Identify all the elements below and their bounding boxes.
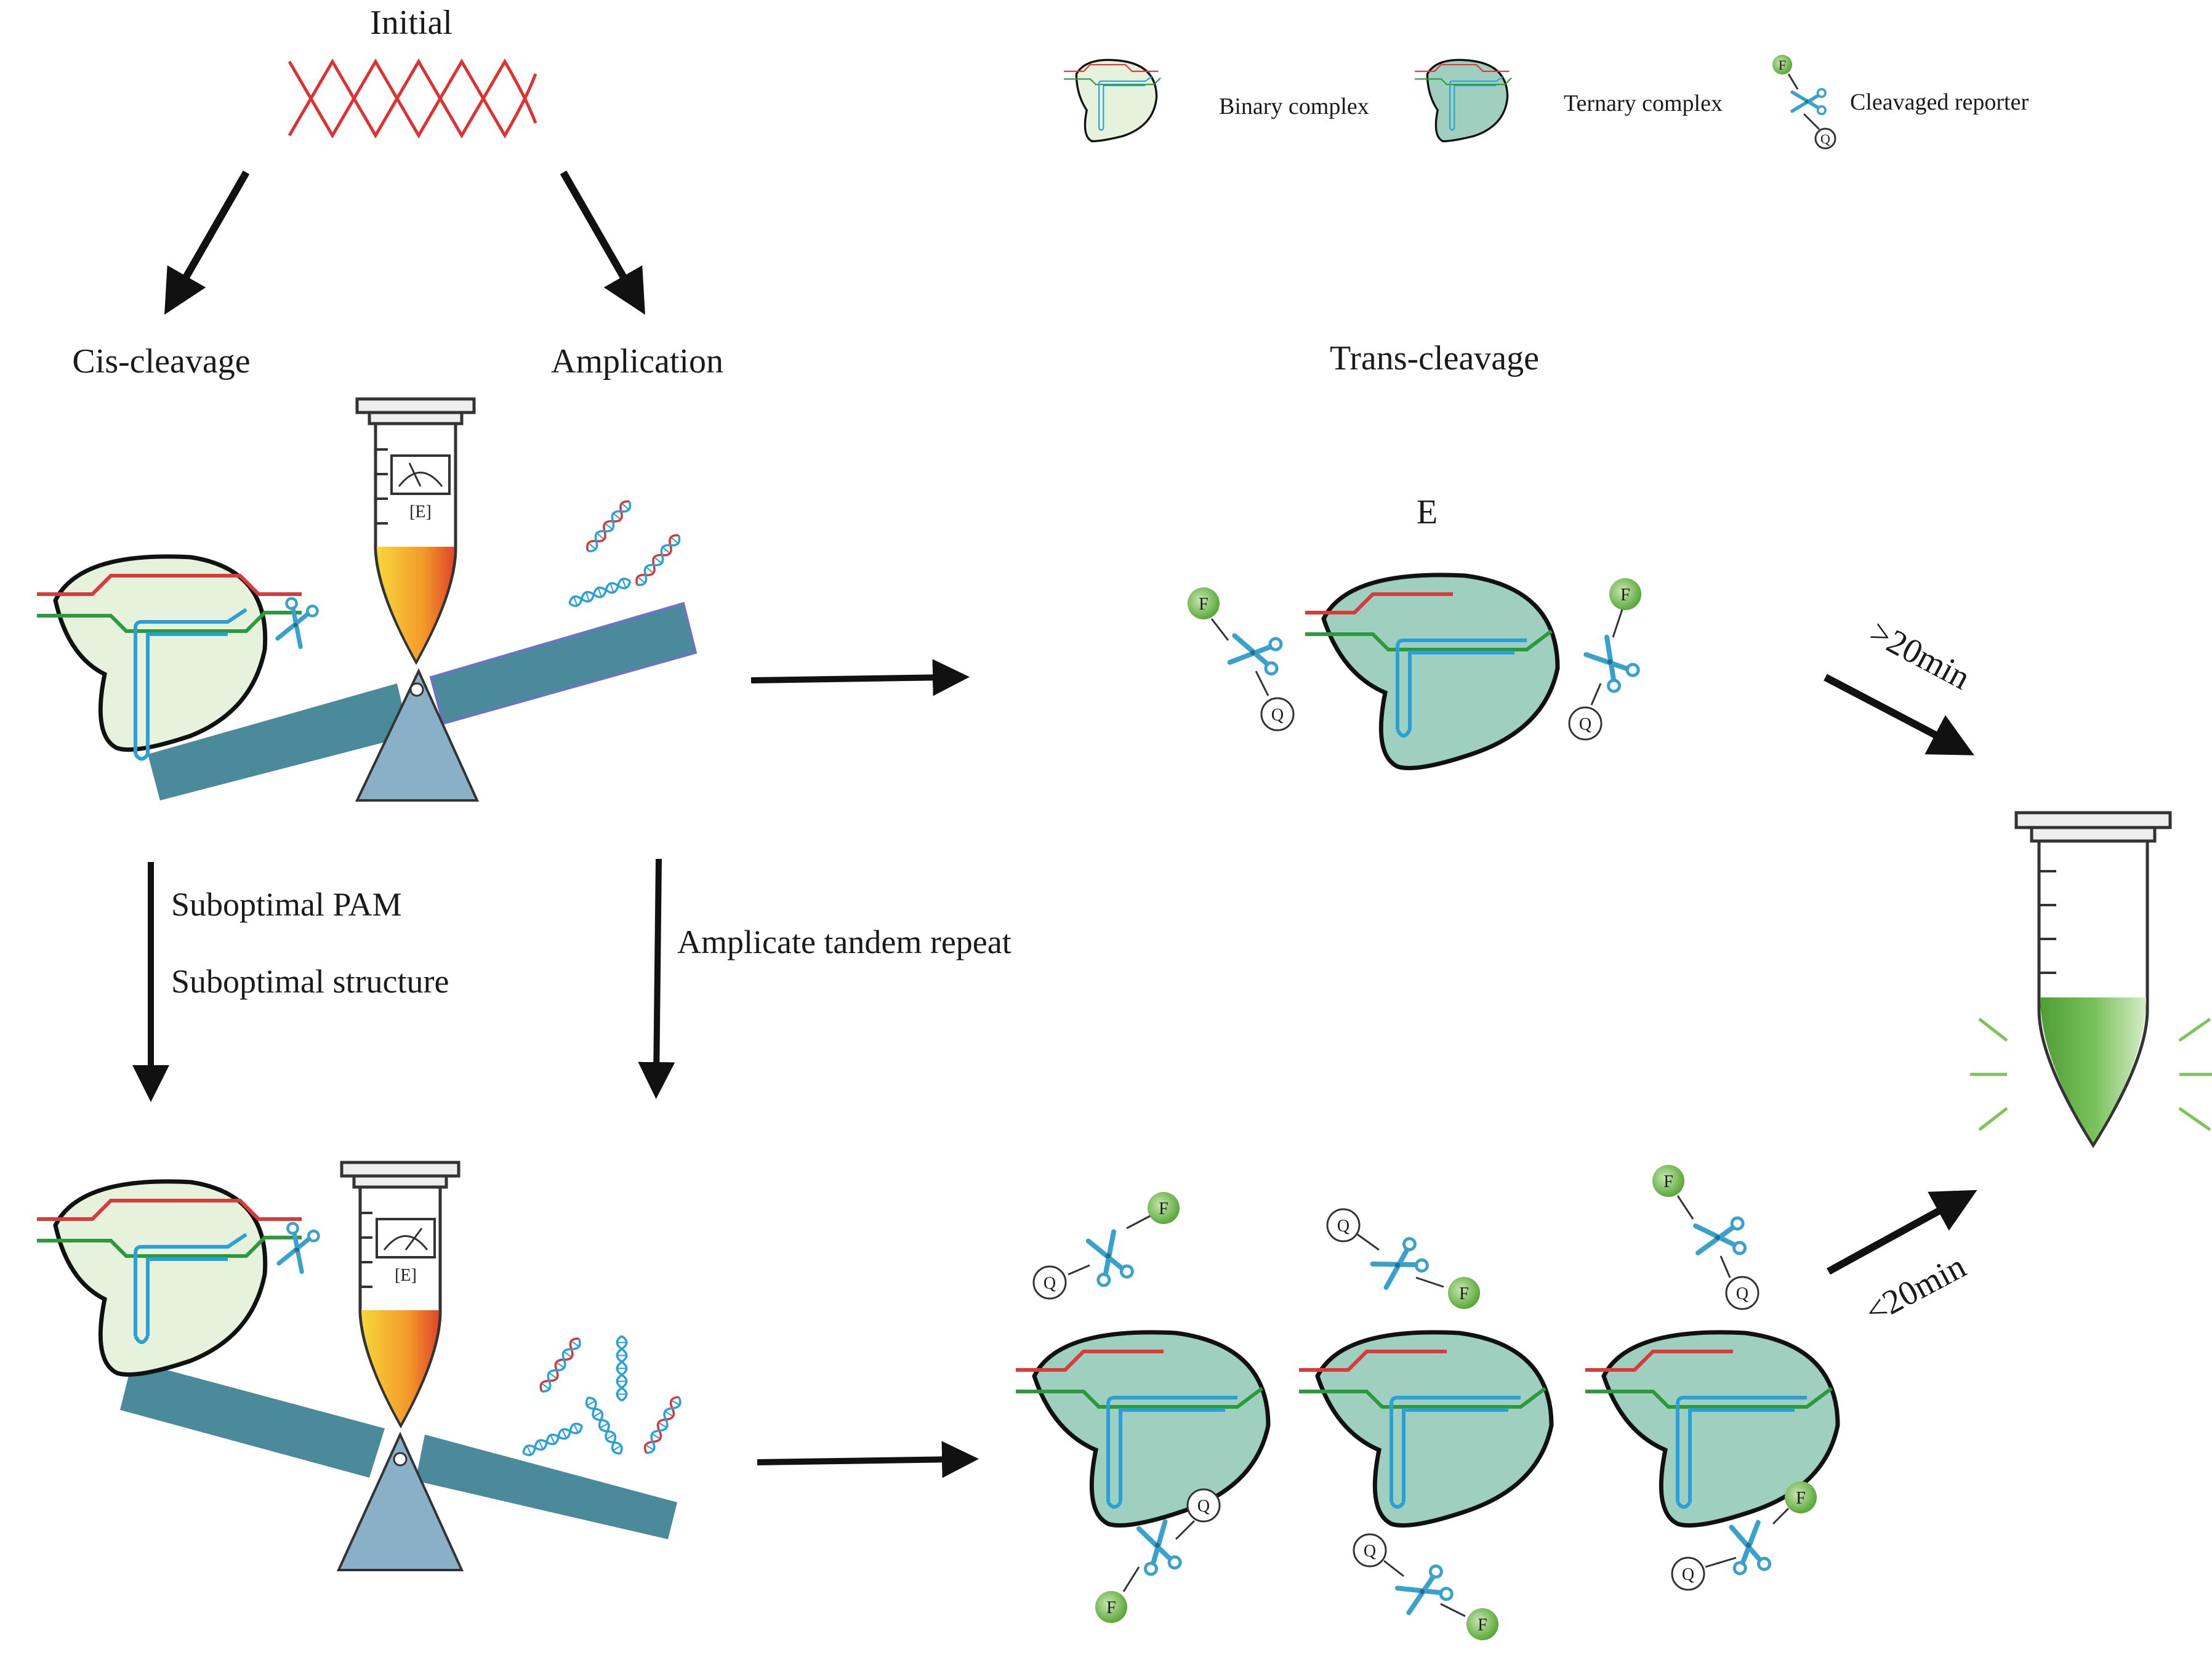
legend-cleavaged-reporter-icon: F Q <box>1772 55 1836 150</box>
upper-cis-scissors-icon <box>274 597 319 648</box>
upper-beam-right <box>429 602 698 725</box>
svg-text:F: F <box>1779 57 1786 73</box>
legend-binary-complex-icon <box>1063 58 1162 143</box>
legend-cleavaged-reporter-label: Cleavaged reporter <box>1850 89 2029 115</box>
lower-seesaw <box>120 1361 677 1571</box>
lower-reporter-6: F Q <box>1671 1481 1817 1591</box>
lower-ternary-complex-2 <box>1299 1330 1554 1528</box>
upper-tube-label: [E] <box>409 502 432 521</box>
lower-reporter-5: Q F <box>1353 1533 1498 1640</box>
upper-beam-left <box>148 683 409 800</box>
lower-tube-meter-icon <box>376 1218 436 1258</box>
upper-tube: [E] <box>355 397 476 666</box>
upper-amplicon-helices <box>566 497 684 609</box>
suboptimal-pam-label: Suboptimal PAM <box>171 886 402 923</box>
svg-text:Q: Q <box>1197 1497 1210 1516</box>
svg-text:F: F <box>1478 1616 1487 1635</box>
legend: Binary complex Ternary complex F Q Cleav… <box>1063 55 2029 150</box>
lt-20min-label: <20min <box>1859 1247 1972 1332</box>
lower-fulcrum <box>336 1432 464 1571</box>
svg-text:Q: Q <box>1044 1274 1056 1293</box>
svg-text:F: F <box>1663 1172 1673 1191</box>
lower-reporter-2: Q F <box>1326 1208 1480 1309</box>
initial-label: Initial <box>370 4 452 42</box>
upper-seesaw <box>148 602 698 802</box>
arrow-lt-20min <box>1827 1190 1977 1275</box>
trans-cleavage-label: Trans-cleavage <box>1330 339 1539 377</box>
lower-beam-left <box>120 1361 385 1478</box>
upper-fulcrum <box>355 668 480 802</box>
suboptimal-structure-label: Suboptimal structure <box>171 963 449 1000</box>
lower-cis-scissors-icon <box>275 1222 320 1273</box>
lower-tube: [E] <box>340 1161 460 1429</box>
upper-reporter-left: F Q <box>1188 587 1295 731</box>
enzyme-label: E <box>1417 493 1438 531</box>
svg-text:F: F <box>1106 1598 1116 1617</box>
svg-text:Q: Q <box>1682 1565 1694 1584</box>
lower-reporter-4: Q F <box>1095 1488 1221 1623</box>
legend-ternary-complex-icon <box>1414 58 1513 143</box>
lower-amplicon-helices <box>520 1334 684 1459</box>
initial-target-dna-helix <box>288 58 537 139</box>
upper-tube-meter-icon <box>390 454 451 495</box>
lower-tube-label: [E] <box>395 1266 417 1285</box>
svg-text:Q: Q <box>1337 1217 1349 1236</box>
svg-text:F: F <box>1159 1199 1168 1218</box>
arrow-down-right <box>638 858 675 1099</box>
gt-20min-label: >20min <box>1864 613 1976 698</box>
lower-ternary-complex-3 <box>1585 1330 1840 1528</box>
svg-text:F: F <box>1796 1489 1806 1508</box>
svg-text:F: F <box>1620 586 1630 605</box>
arrow-gt-20min <box>1824 674 1974 755</box>
svg-text:F: F <box>1459 1284 1469 1303</box>
arrow-upper-to-trans <box>750 659 970 696</box>
svg-text:F: F <box>1199 595 1209 614</box>
lower-reporter-1: F Q <box>1032 1192 1180 1300</box>
lower-ternary-complex-1 <box>1016 1330 1271 1528</box>
svg-text:Q: Q <box>1820 131 1830 147</box>
amplicate-tandem-repeat-label: Amplicate tandem repeat <box>677 924 1011 960</box>
svg-text:Q: Q <box>1364 1542 1376 1561</box>
upper-binary-complex <box>37 554 302 761</box>
upper-ternary-complex <box>1305 573 1560 770</box>
cis-cleavage-label: Cis-cleavage <box>72 342 250 381</box>
result-tube-fluorescent <box>1970 811 2212 1148</box>
upper-reporter-right: F Q <box>1568 578 1641 741</box>
lower-binary-complex <box>37 1179 302 1377</box>
lower-reporter-3: F Q <box>1652 1165 1760 1310</box>
arrow-to-cis-cleavage <box>164 171 250 315</box>
legend-ternary-complex-label: Ternary complex <box>1564 91 1723 116</box>
svg-text:Q: Q <box>1736 1284 1748 1303</box>
amplication-label: Amplication <box>551 342 723 381</box>
svg-text:Q: Q <box>1579 715 1591 734</box>
svg-text:Q: Q <box>1271 706 1284 725</box>
arrow-to-amplication <box>560 171 645 315</box>
arrow-lower-to-trans <box>757 1441 979 1478</box>
legend-binary-complex-label: Binary complex <box>1219 94 1369 119</box>
lower-beam-right <box>416 1435 677 1539</box>
